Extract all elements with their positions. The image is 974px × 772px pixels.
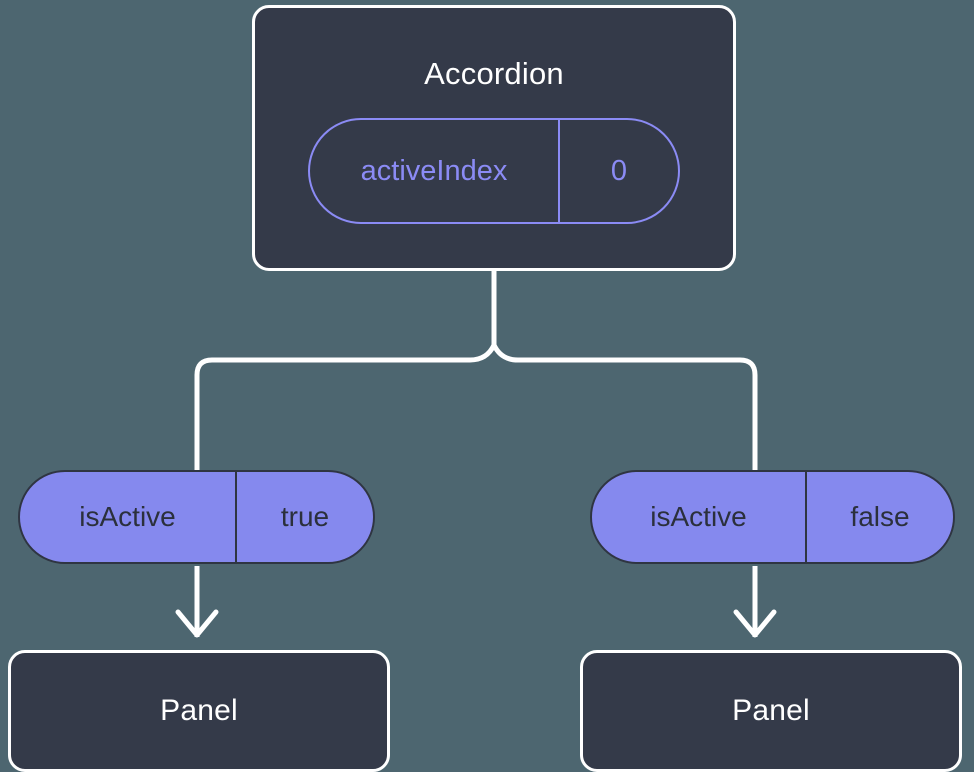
- accordion-title: Accordion: [424, 56, 564, 91]
- panel-component-box-right[interactable]: Panel: [580, 650, 962, 772]
- state-pill-key-activeindex: activeIndex: [310, 120, 560, 222]
- panel-title-left: Panel: [160, 694, 238, 727]
- prop-pill-isactive-right[interactable]: isActive false: [590, 470, 955, 564]
- prop-pill-key-isactive-left: isActive: [20, 472, 237, 562]
- connector-bracket: [194, 342, 758, 473]
- prop-pill-value-isactive-left: true: [280, 501, 330, 532]
- prop-pill-isactive-left[interactable]: isActive true: [18, 470, 375, 564]
- arrow-down-icon-right: [733, 609, 777, 638]
- arrow-down-icon-left: [175, 609, 219, 638]
- prop-pill-key-isactive-right: isActive: [592, 472, 807, 562]
- panel-component-box-left[interactable]: Panel: [8, 650, 390, 772]
- prop-pill-value-isactive-right: false: [850, 501, 910, 532]
- panel-title-right: Panel: [732, 694, 810, 727]
- state-pill-value-activeindex: 0: [610, 154, 628, 187]
- state-pill-activeindex[interactable]: activeIndex 0: [308, 118, 680, 224]
